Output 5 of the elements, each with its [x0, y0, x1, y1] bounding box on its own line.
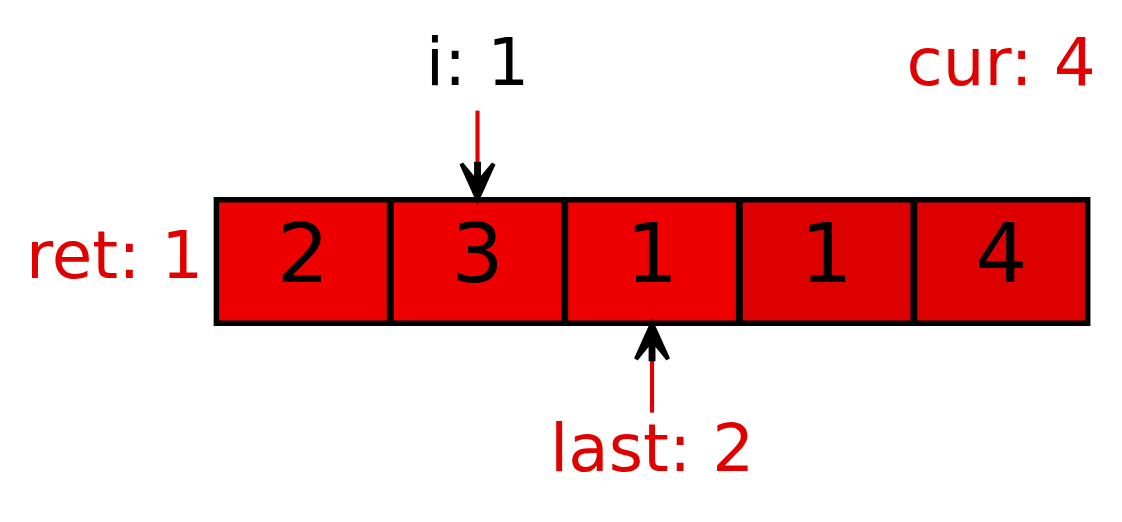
label: cur: 4 — [906, 23, 1096, 101]
node-text: i: 1 — [425, 23, 530, 101]
arrow — [633, 320, 671, 413]
node-text: last: 2 — [549, 409, 755, 487]
label: ret: 1 — [26, 216, 204, 294]
